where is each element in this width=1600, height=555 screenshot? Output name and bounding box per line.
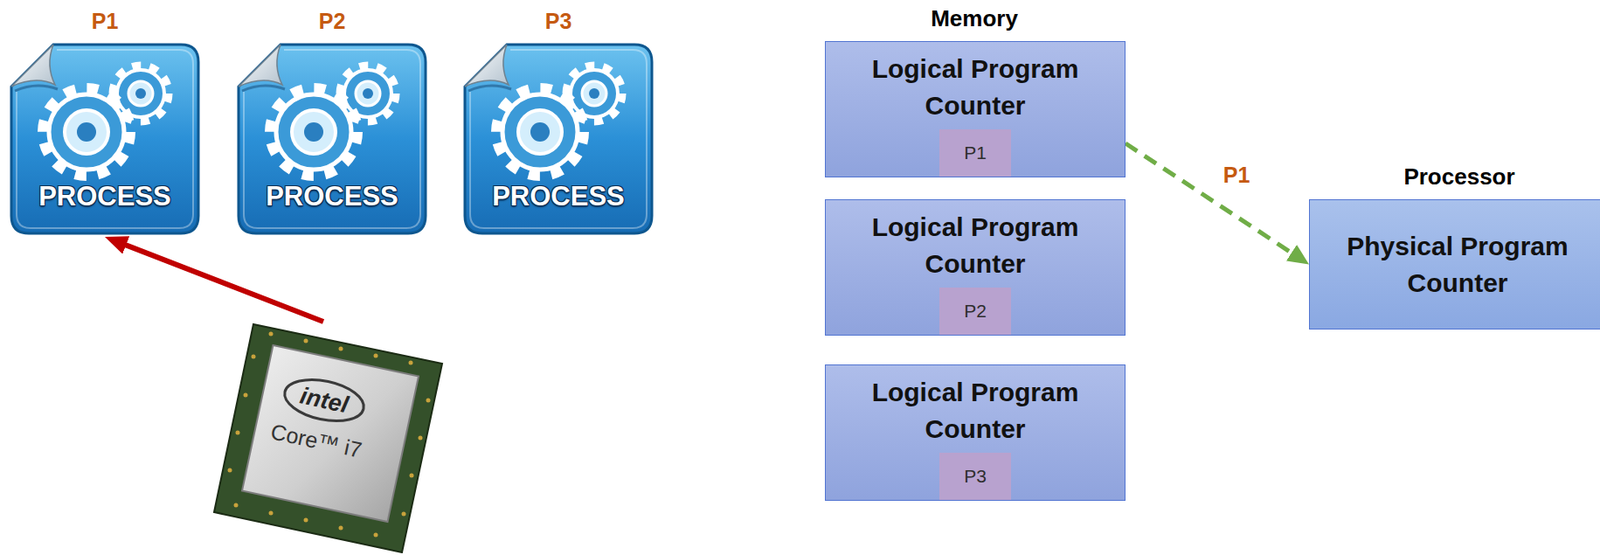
process-icon: P3PROCESS: [461, 41, 656, 237]
dashed-green-arrow: [1125, 143, 1301, 259]
red-arrow: [114, 240, 324, 322]
logical-counter-box: Logical Program CounterP3: [824, 364, 1126, 501]
cpu-chip: intelCore™ i7: [183, 321, 464, 554]
processor-heading: Processor: [1328, 162, 1591, 191]
process-tag-text: P2: [939, 287, 1012, 335]
label-holder: Processor: [1328, 162, 1591, 191]
box-title: Physical Program Counter: [1316, 228, 1599, 302]
edge-label-patch: P1: [1219, 161, 1254, 188]
logical-counter-box: Logical Program CounterP1: [824, 41, 1126, 178]
process-tag-text: P3: [939, 452, 1012, 500]
process-label: P1: [7, 6, 202, 36]
box-title: Logical Program Counter: [832, 208, 1118, 283]
box-title: Logical Program Counter: [832, 374, 1118, 448]
memory-heading: Memory: [843, 4, 1106, 33]
process-caption: PROCESS: [235, 181, 430, 212]
process-icon: P1PROCESS: [7, 41, 202, 237]
edge-label: P1: [1223, 161, 1251, 188]
process-label: P3: [461, 6, 656, 36]
process-label: P2: [235, 6, 430, 36]
process-tag-text: P1: [939, 129, 1012, 177]
process-caption: PROCESS: [7, 181, 202, 212]
process-icon: P2PROCESS: [235, 41, 430, 237]
logical-counter-box: Logical Program CounterP2: [824, 199, 1126, 336]
process-tag: P3: [939, 452, 1012, 500]
physical-counter-box: Physical Program Counter: [1309, 199, 1600, 330]
box-title: Logical Program Counter: [832, 50, 1118, 125]
process-tag: P1: [939, 129, 1012, 177]
process-caption: PROCESS: [461, 181, 656, 212]
label-holder: Memory: [843, 4, 1106, 33]
process-tag: P2: [939, 287, 1012, 335]
